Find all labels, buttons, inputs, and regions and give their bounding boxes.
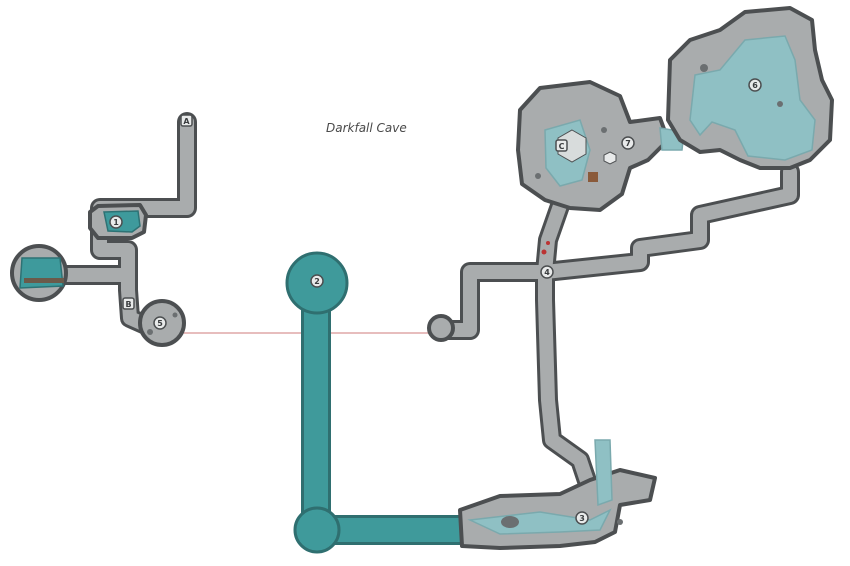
chamber-7 xyxy=(516,80,670,212)
marker-1-label: 1 xyxy=(113,218,119,227)
marker-a[interactable]: A xyxy=(180,114,193,127)
marker-4-label: 4 xyxy=(544,268,550,277)
marker-b-label: B xyxy=(125,300,131,309)
marker-a-label: A xyxy=(183,117,190,126)
red-item xyxy=(541,249,547,255)
west-round-pool xyxy=(19,257,64,289)
marker-4[interactable]: 4 xyxy=(540,265,554,279)
flooded-channel xyxy=(285,251,480,554)
chamber-3 xyxy=(458,468,657,550)
north-chamber xyxy=(516,80,685,212)
west-section xyxy=(10,112,197,347)
central-section xyxy=(427,162,800,530)
marker-1[interactable]: 1 xyxy=(109,215,123,229)
channel-corner xyxy=(293,506,341,554)
marker-6[interactable]: 6 xyxy=(748,78,762,92)
marker-b[interactable]: B xyxy=(122,297,135,310)
marker-2-label: 2 xyxy=(314,277,320,286)
chest-icon xyxy=(588,172,598,182)
marker-c-label: C xyxy=(559,142,565,151)
south-section xyxy=(458,439,657,550)
marker-6-label: 6 xyxy=(752,81,758,90)
marker-c[interactable]: C xyxy=(555,129,587,163)
marker-5-label: 5 xyxy=(157,319,163,328)
marker-2[interactable]: 2 xyxy=(310,274,324,288)
chamber-3-stream xyxy=(467,508,612,535)
marker-7-label: 7 xyxy=(625,139,631,148)
hexagon-icon xyxy=(557,129,587,163)
wooden-bridge xyxy=(24,278,64,283)
hexagon-icon xyxy=(603,151,617,165)
central-nook xyxy=(427,314,455,342)
marker-3[interactable]: 3 xyxy=(575,511,589,525)
map-title: Darkfall Cave xyxy=(326,121,407,135)
marker-7[interactable]: 7 xyxy=(621,136,635,150)
chamber-6-lake xyxy=(689,35,816,161)
map-markers: 1 2 3 4 5 6 7 xyxy=(109,78,762,525)
marker-3-label: 3 xyxy=(579,514,585,523)
marker-5[interactable]: 5 xyxy=(153,316,167,330)
